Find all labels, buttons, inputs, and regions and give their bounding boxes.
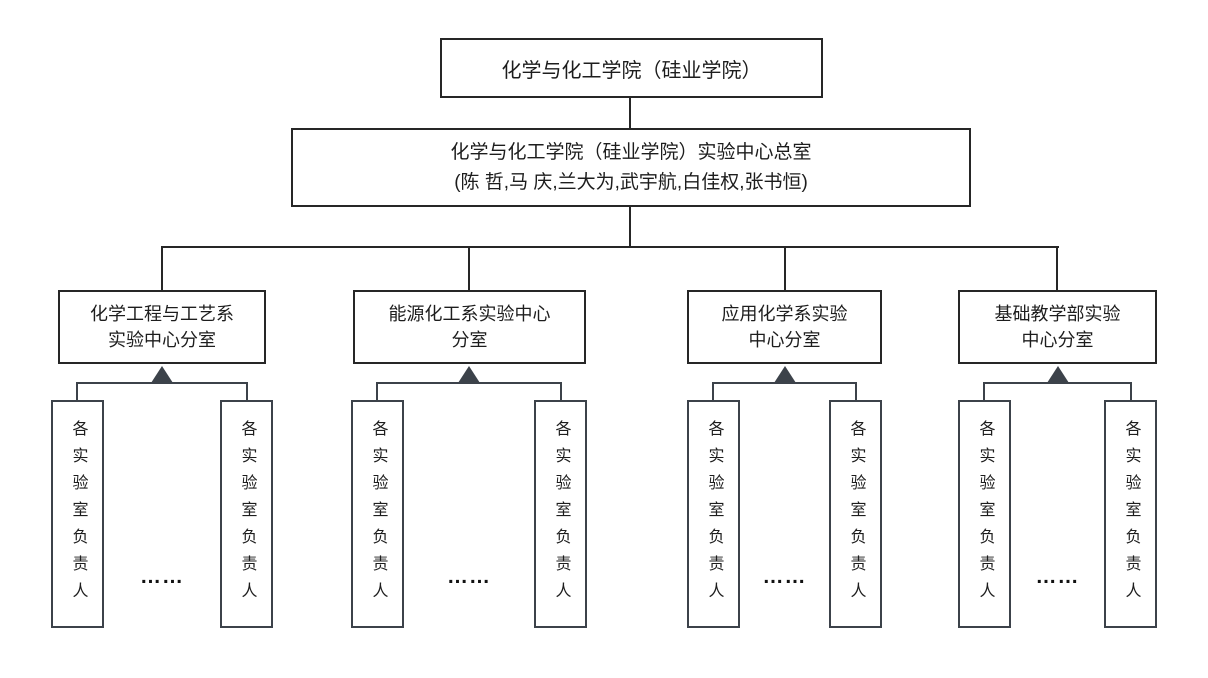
- leaf-label: 各实验室负责人: [847, 419, 865, 609]
- connector-drop-branch-3: [784, 246, 786, 290]
- leaf-group-4: 各实验室负责人 …… 各实验室负责人: [958, 366, 1157, 632]
- leaf-label: 各实验室负责人: [552, 419, 570, 609]
- leaf-stub-right: [855, 382, 857, 402]
- office-members: (陈 哲,马 庆,兰大为,武宇航,白佳权,张书恒): [454, 171, 808, 193]
- leaf-box: 各实验室负责人: [829, 400, 882, 628]
- leaf-box: 各实验室负责人: [351, 400, 404, 628]
- leaf-stub-left: [983, 382, 985, 402]
- leaf-label: 各实验室负责人: [976, 419, 994, 609]
- leaf-stub-left: [76, 382, 78, 402]
- leaf-box: 各实验室负责人: [1104, 400, 1157, 628]
- leaf-box: 各实验室负责人: [220, 400, 273, 628]
- leaf-group-1: 各实验室负责人 …… 各实验室负责人: [51, 366, 273, 632]
- leaf-label: 各实验室负责人: [705, 419, 723, 609]
- arrow-up-icon: [458, 366, 480, 383]
- branch-box-chemical-engineering: 化学工程与工艺系 实验中心分室: [58, 290, 266, 364]
- connector-root-office: [629, 98, 631, 128]
- ellipsis-label: ……: [762, 565, 807, 588]
- ellipsis-label: ……: [140, 565, 184, 588]
- connector-drop-branch-2: [468, 246, 470, 290]
- branch-box-applied-chemistry: 应用化学系实验 中心分室: [687, 290, 882, 364]
- leaf-box: 各实验室负责人: [687, 400, 740, 628]
- connector-drop-branch-4: [1056, 246, 1058, 290]
- leaf-stub-right: [560, 382, 562, 402]
- leaf-label: 各实验室负责人: [1122, 419, 1140, 609]
- arrow-up-icon: [151, 366, 173, 383]
- leaf-group-2: 各实验室负责人 …… 各实验室负责人: [351, 366, 587, 632]
- branch-label-line1: 化学工程与工艺系: [90, 303, 234, 324]
- root-label: 化学与化工学院（硅业学院）: [501, 59, 762, 82]
- leaf-rail: [76, 382, 248, 384]
- leaf-stub-left: [712, 382, 714, 402]
- ellipsis-label: ……: [1035, 565, 1080, 588]
- branch-label-line2: 中心分室: [748, 330, 821, 350]
- leaf-box: 各实验室负责人: [534, 400, 587, 628]
- leaf-stub-right: [1130, 382, 1132, 402]
- root-box: 化学与化工学院（硅业学院）: [440, 38, 823, 98]
- leaf-rail: [712, 382, 857, 384]
- branch-label-line1: 应用化学系实验: [721, 303, 848, 324]
- leaf-stub-right: [246, 382, 248, 402]
- leaf-box: 各实验室负责人: [51, 400, 104, 628]
- leaf-box: 各实验室负责人: [958, 400, 1011, 628]
- leaf-rail: [983, 382, 1132, 384]
- office-box: 化学与化工学院（硅业学院）实验中心总室 (陈 哲,马 庆,兰大为,武宇航,白佳权…: [291, 128, 971, 207]
- branch-label-line2: 实验中心分室: [108, 330, 216, 350]
- leaf-label: 各实验室负责人: [238, 419, 256, 609]
- leaf-rail: [376, 382, 562, 384]
- branch-box-basic-teaching: 基础教学部实验 中心分室: [958, 290, 1157, 364]
- branch-label-line1: 基础教学部实验: [994, 303, 1121, 324]
- branch-label-line1: 能源化工系实验中心: [388, 303, 551, 324]
- arrow-up-icon: [1046, 366, 1069, 383]
- leaf-label: 各实验室负责人: [69, 419, 87, 609]
- branch-label-line2: 分室: [451, 330, 488, 350]
- leaf-stub-left: [376, 382, 378, 402]
- connector-drop-branch-1: [161, 246, 163, 290]
- leaf-group-3: 各实验室负责人 …… 各实验室负责人: [687, 366, 882, 632]
- branch-box-energy-chemical: 能源化工系实验中心 分室: [353, 290, 586, 364]
- branch-label-line2: 中心分室: [1021, 330, 1094, 350]
- arrow-up-icon: [773, 366, 796, 383]
- leaf-label: 各实验室负责人: [369, 419, 387, 609]
- connector-branch-rail: [161, 246, 1059, 248]
- office-title: 化学与化工学院（硅业学院）实验中心总室: [450, 142, 812, 164]
- connector-office-stem: [629, 207, 631, 248]
- ellipsis-label: ……: [447, 565, 491, 588]
